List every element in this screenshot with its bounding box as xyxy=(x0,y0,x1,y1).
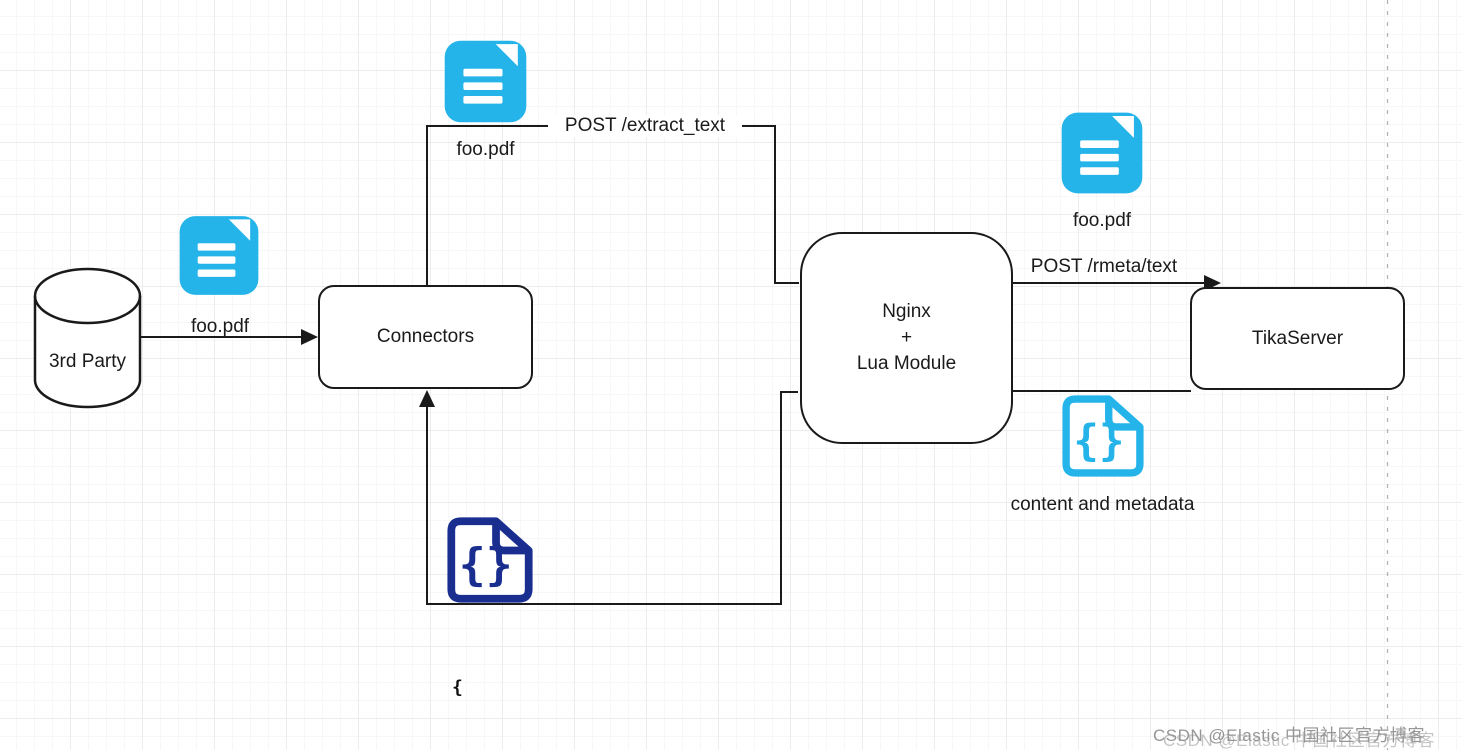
json-code-snippet: { "extrated_text": "textual contents", "… xyxy=(452,615,922,750)
connectors-label: Connectors xyxy=(376,326,475,347)
json-document-icon: {} xyxy=(447,517,533,603)
node-tika-server: TikaServer xyxy=(1190,287,1405,390)
pdf-document-icon xyxy=(1061,112,1143,194)
foo-pdf-label-left: foo.pdf xyxy=(190,316,250,337)
braces-glyph: {} xyxy=(1073,416,1124,466)
node-nginx-lua: Nginx + Lua Module xyxy=(800,232,1013,444)
content-and-metadata-label: content and metadata xyxy=(1010,494,1195,515)
csdn-watermark-echo: CSDN @Elastic 中国社区官方博客 xyxy=(1163,731,1435,750)
foo-pdf-label-top: foo.pdf xyxy=(456,139,515,160)
foo-pdf-label-right: foo.pdf xyxy=(1072,210,1132,231)
post-rmeta-text-label: POST /rmeta/text xyxy=(1030,256,1178,277)
pdf-document-icon xyxy=(444,40,527,123)
edge-third-party-to-connectors xyxy=(140,329,318,345)
pdf-document-icon xyxy=(179,216,259,295)
post-extract-text-label: POST /extract_text xyxy=(548,115,742,137)
code-line: { xyxy=(452,677,465,698)
third-party-label: 3rd Party xyxy=(48,351,127,372)
braces-glyph: {} xyxy=(459,538,513,591)
tika-server-label: TikaServer xyxy=(1251,327,1344,349)
node-connectors: Connectors xyxy=(318,285,533,389)
edge-connectors-to-nginx xyxy=(426,125,799,285)
third-party-cylinder xyxy=(33,267,142,409)
json-document-icon: {} xyxy=(1062,395,1144,477)
nginx-label: Nginx + Lua Module xyxy=(856,301,957,374)
csdn-watermark: CSDN @Elastic 中国社区官方博客 xyxy=(1153,726,1425,745)
edge-nginx-to-connectors-return xyxy=(419,390,798,605)
